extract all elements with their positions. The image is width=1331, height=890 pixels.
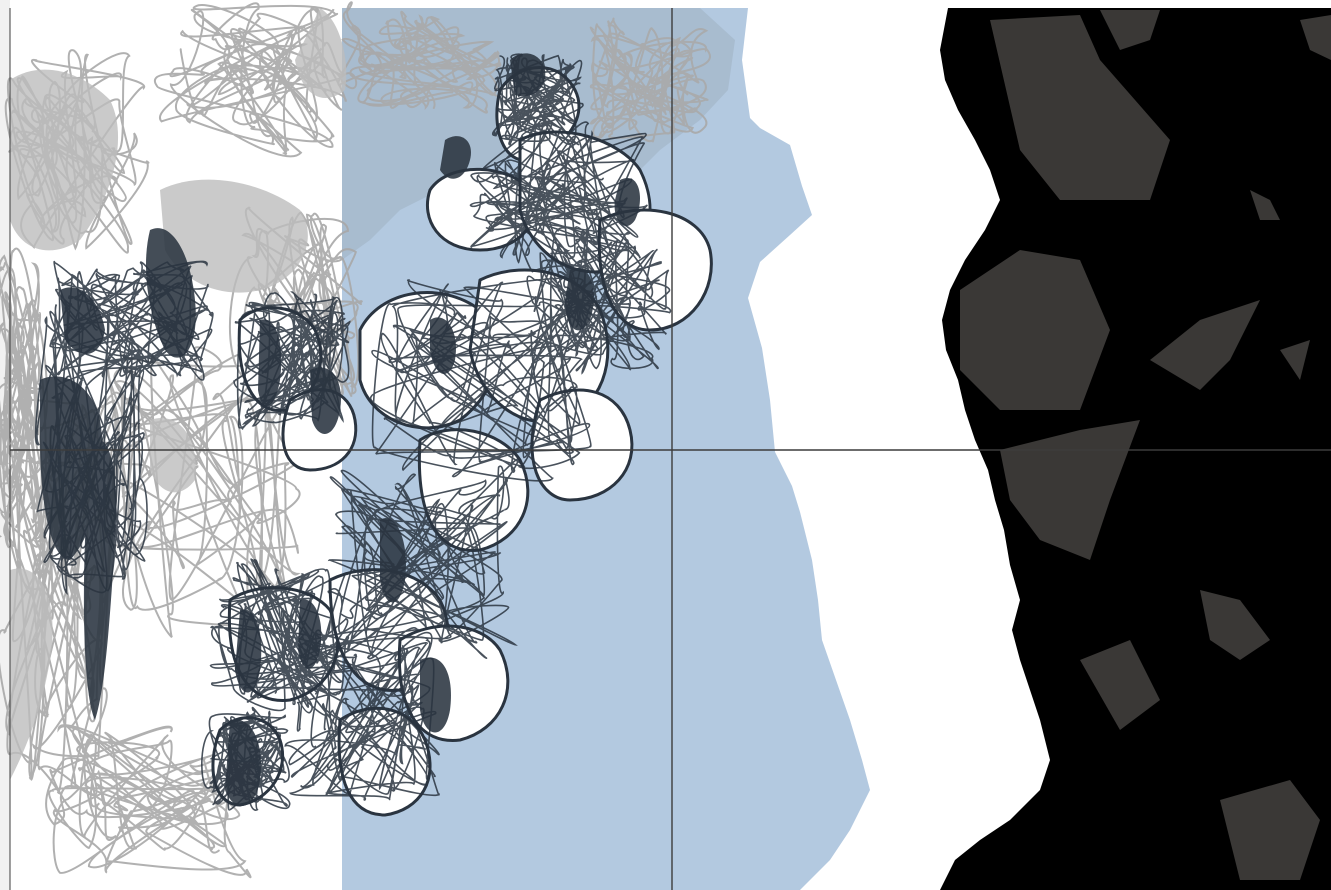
ink-scribble-stroke <box>526 222 672 375</box>
grid-lines <box>9 8 1331 890</box>
black-rock-panel <box>940 8 1331 890</box>
ink-scribble-stroke <box>284 628 440 801</box>
ink-scribble-stroke <box>492 53 584 146</box>
ink-scribble-stroke <box>370 277 592 482</box>
grey-scribble-stroke <box>589 17 711 143</box>
ink-scribble-layer <box>34 53 672 811</box>
ink-scribble-stroke <box>209 558 349 717</box>
ink-scribble-stroke <box>201 706 291 811</box>
grey-scribble-stroke <box>0 247 49 549</box>
ink-scribble-stroke <box>49 260 214 381</box>
ink-scribble-stroke <box>469 119 648 278</box>
dark-facets <box>960 10 1331 880</box>
ink-scribble-stroke <box>34 304 148 596</box>
grey-scribble-stroke <box>337 1 502 114</box>
grey-blobs <box>10 8 347 780</box>
ink-scribble-stroke <box>233 291 351 430</box>
